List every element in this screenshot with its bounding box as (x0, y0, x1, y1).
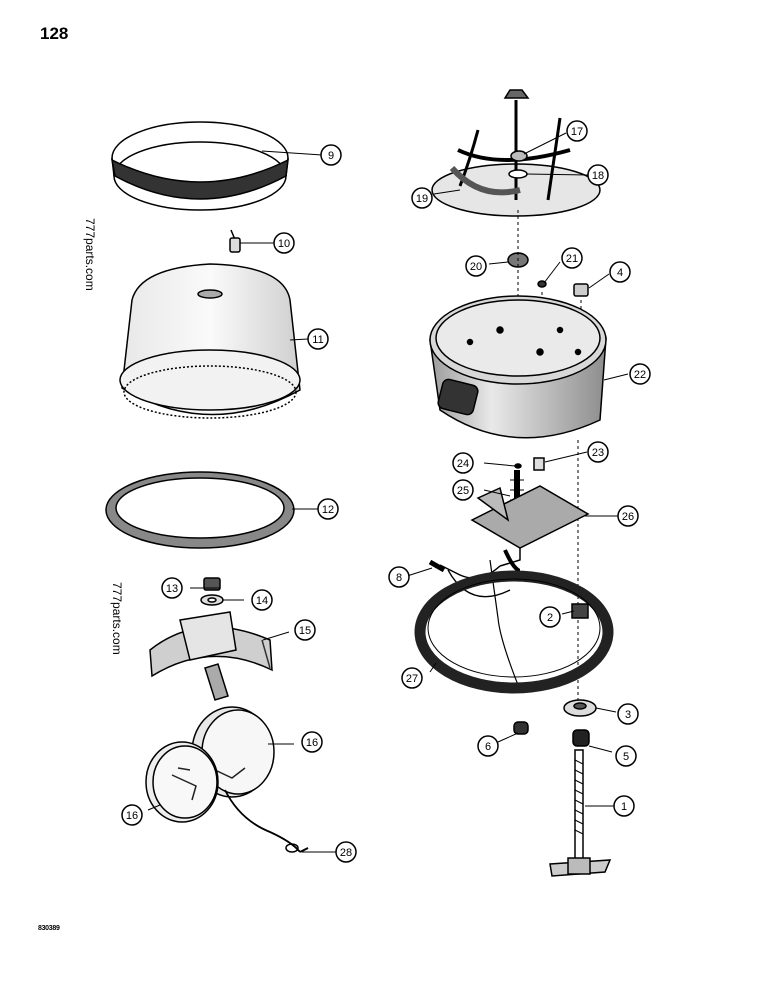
callout-12: 12 (317, 498, 339, 520)
grommet-3 (563, 699, 597, 717)
nut-4 (573, 283, 589, 297)
callout-9: 9 (320, 144, 342, 166)
callout-5: 5 (615, 745, 637, 767)
callout-16: 16 (301, 731, 323, 753)
svg-text:23: 23 (592, 447, 604, 459)
svg-text:25: 25 (457, 485, 469, 497)
callout-10: 10 (273, 232, 295, 254)
reflector-mount-19 (431, 89, 601, 217)
callout-14: 14 (251, 589, 273, 611)
svg-text:11: 11 (312, 334, 323, 346)
callout-4: 4 (609, 261, 631, 283)
callout-16: 16 (121, 804, 143, 826)
screw-10 (229, 229, 241, 253)
callout-15: 15 (294, 619, 316, 641)
figure-code: 830389 (38, 925, 60, 932)
lamp-16 (145, 706, 301, 853)
page-number: 128 (40, 24, 69, 43)
bracket-15 (149, 611, 273, 701)
svg-text:18: 18 (592, 170, 604, 182)
svg-text:27: 27 (406, 673, 418, 685)
bolt-1 (549, 749, 612, 877)
callout-labels: 9 10 11 12 13 14 15 16 16 28 17 18 19 20… (121, 120, 651, 863)
nut-5 (572, 729, 590, 747)
svg-text:16: 16 (306, 737, 318, 749)
housing-22 (429, 295, 607, 439)
callout-25: 25 (452, 479, 474, 501)
dome-11 (119, 263, 301, 419)
gasket-12 (105, 471, 295, 549)
washer-14 (200, 594, 224, 606)
callout-2: 2 (539, 606, 561, 628)
ring-9 (110, 121, 289, 211)
callout-3: 3 (617, 703, 639, 725)
svg-text:26: 26 (622, 511, 634, 523)
svg-text:13: 13 (166, 583, 178, 595)
svg-text:17: 17 (571, 126, 583, 138)
svg-text:20: 20 (470, 261, 482, 273)
svg-text:21: 21 (566, 253, 578, 265)
callout-24: 24 (452, 452, 474, 474)
callout-27: 27 (401, 667, 423, 689)
svg-text:19: 19 (416, 193, 428, 205)
svg-text:8: 8 (396, 572, 402, 584)
nut-6 (513, 721, 529, 735)
callout-28: 28 (335, 841, 357, 863)
svg-text:9: 9 (328, 150, 334, 162)
callout-6: 6 (477, 735, 499, 757)
callout-1: 1 (613, 795, 635, 817)
callout-13: 13 (161, 577, 183, 599)
wire-28 (299, 847, 309, 853)
svg-text:5: 5 (623, 751, 629, 763)
callout-20: 20 (465, 255, 487, 277)
spring-24 (514, 463, 522, 469)
spacer-23 (533, 457, 545, 471)
nut-13 (203, 577, 221, 591)
svg-text:24: 24 (457, 458, 469, 470)
callout-17: 17 (566, 120, 588, 142)
callout-8: 8 (388, 566, 410, 588)
svg-text:4: 4 (617, 267, 623, 279)
callout-26: 26 (617, 505, 639, 527)
svg-text:15: 15 (299, 625, 311, 637)
ring-27 (414, 570, 614, 694)
clip-2 (571, 603, 589, 619)
callout-11: 11 (307, 328, 329, 350)
svg-text:3: 3 (625, 709, 631, 721)
svg-text:16: 16 (126, 810, 138, 822)
callout-18: 18 (587, 164, 609, 186)
callout-22: 22 (629, 363, 651, 385)
svg-text:12: 12 (322, 504, 334, 516)
motor-plate-26 (470, 485, 590, 575)
nut-17 (510, 150, 528, 162)
svg-text:22: 22 (634, 369, 646, 381)
callout-23: 23 (587, 441, 609, 463)
svg-text:14: 14 (256, 595, 268, 607)
svg-text:10: 10 (278, 238, 290, 250)
svg-text:28: 28 (340, 847, 352, 859)
svg-text:1: 1 (621, 801, 627, 813)
svg-text:2: 2 (547, 612, 553, 624)
callout-21: 21 (561, 247, 583, 269)
svg-text:6: 6 (485, 741, 491, 753)
callout-19: 19 (411, 187, 433, 209)
washer-18 (508, 169, 528, 179)
